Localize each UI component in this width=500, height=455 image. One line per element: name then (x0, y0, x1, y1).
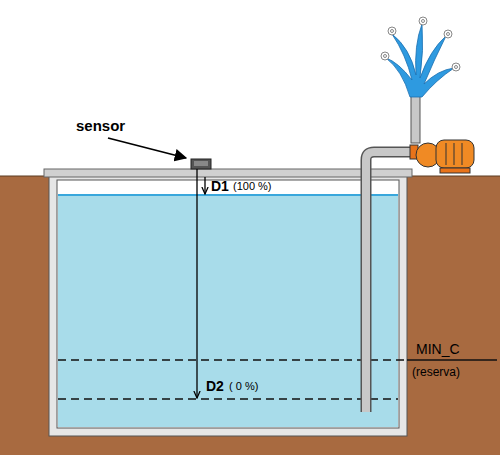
part-name: sensor (76, 118, 125, 133)
suction-pipe (366, 152, 412, 412)
min-level (58, 359, 407, 361)
ground (0, 176, 500, 455)
pump (410, 140, 474, 173)
d1-measure (204, 177, 205, 194)
fountain (386, 24, 454, 97)
water (58, 195, 398, 427)
zero-level (58, 398, 398, 400)
tank-inside (57, 180, 399, 428)
distance-name: D1 (211, 179, 229, 193)
discharge-pipe (411, 96, 420, 143)
percent-note: ( 0 %) (229, 381, 258, 392)
tank-wall (49, 176, 407, 436)
tank-lid (44, 169, 412, 177)
d2-measure (196, 169, 197, 398)
sensor-symbol (191, 159, 211, 169)
percent-note: (100 %) (233, 181, 272, 192)
level-name: MIN_C (416, 342, 460, 356)
distance-name: D2 (206, 379, 224, 393)
note: (reserva) (412, 366, 460, 378)
leader-line (108, 138, 186, 158)
